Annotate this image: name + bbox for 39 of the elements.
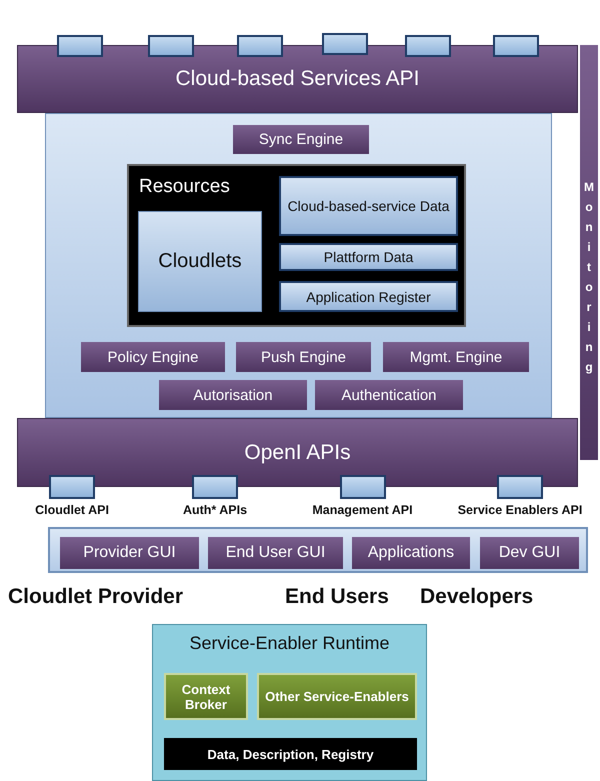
service-port (405, 35, 451, 57)
api-label: Auth* APIs (182, 503, 248, 517)
enabler-box: Context Broker (164, 673, 248, 720)
platform-panel (45, 113, 552, 418)
engine-box: Policy Engine (81, 342, 225, 372)
gui-box: Dev GUI (480, 537, 579, 569)
api-label: Service Enablers API (456, 503, 584, 517)
runtime-panel (152, 624, 427, 781)
panel-heading: Resources (139, 176, 230, 198)
data-box: Cloud-based-service Data (279, 176, 458, 236)
gui-box: Provider GUI (60, 537, 199, 569)
registry-box: Data, Description, Registry (164, 738, 417, 770)
engine-box: Authentication (315, 380, 463, 410)
resources-panel (127, 164, 466, 327)
api-band: OpenI APIs (17, 418, 578, 487)
cloudlets-box: Cloudlets (138, 211, 262, 312)
engine-box: Push Engine (236, 342, 371, 372)
group-label: End Users (285, 585, 389, 609)
gui-box: End User GUI (208, 537, 343, 569)
service-port (322, 33, 368, 55)
service-port (57, 35, 103, 57)
panel-heading: Service-Enabler Runtime (188, 633, 391, 654)
gui-panel (48, 527, 588, 573)
engine-box: Mgmt. Engine (383, 342, 529, 372)
service-port (237, 35, 283, 57)
engine-box: Autorisation (159, 380, 307, 410)
data-box: Plattform Data (279, 243, 458, 271)
data-box: Application Register (279, 281, 458, 312)
group-label: Developers (420, 585, 534, 609)
engine-box: Sync Engine (233, 125, 369, 154)
api-label: Cloudlet API (34, 503, 110, 517)
enabler-box: Other Service-Enablers (257, 673, 417, 720)
api-band: Cloud-based Services API (17, 45, 578, 113)
service-port (493, 35, 539, 57)
service-port (148, 35, 194, 57)
api-label: Management API (311, 503, 414, 517)
group-label: Cloudlet Provider (8, 585, 184, 609)
gui-box: Applications (352, 537, 470, 569)
monitoring-bar: Monitoring (580, 45, 598, 460)
